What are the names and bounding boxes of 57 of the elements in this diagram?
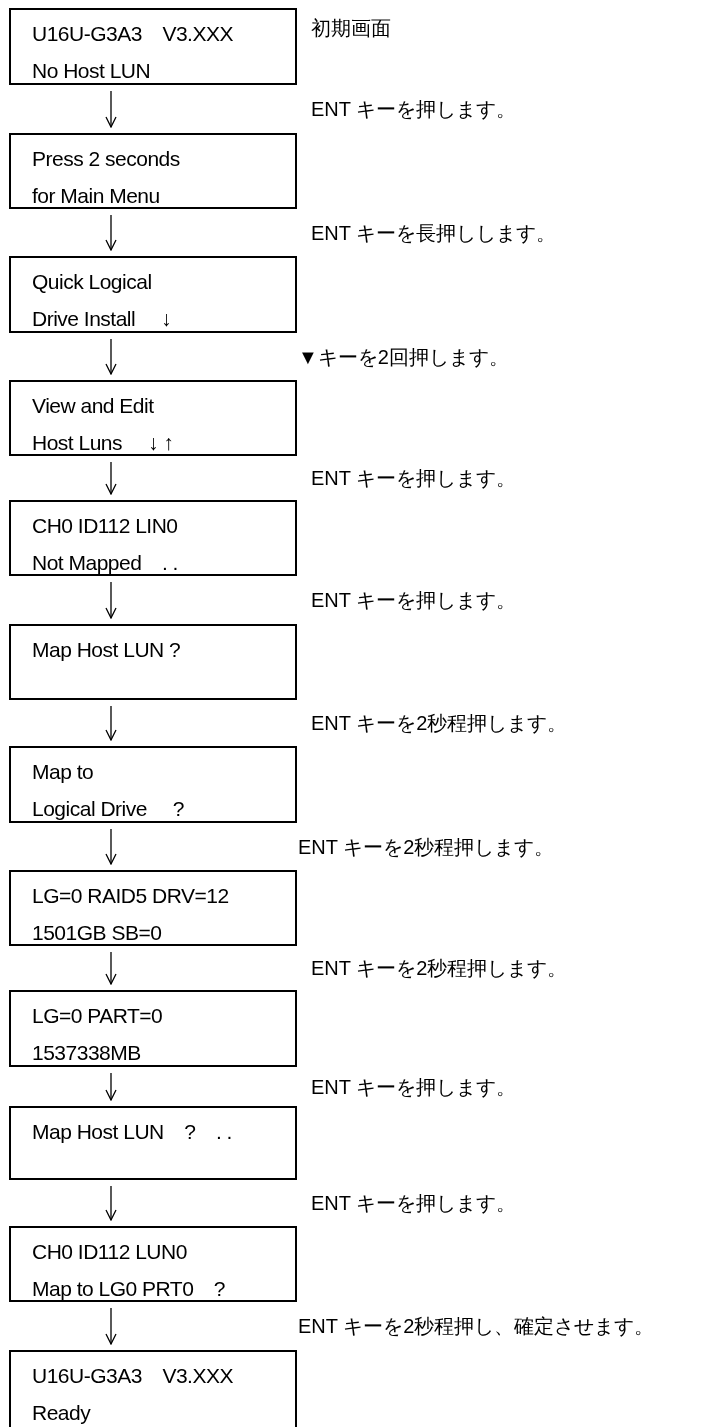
lcd-screen-box <box>9 8 297 85</box>
instruction-text: ENT キーを2秒程押します。 <box>298 834 555 860</box>
screen-text: Host Luns ↓ ↑ <box>32 430 175 456</box>
screen-text: CH0 ID112 LIN0 <box>32 513 179 539</box>
screen-text: Press 2 seconds <box>32 146 181 172</box>
down-arrow <box>105 1072 117 1101</box>
instruction-text: ENT キーを押します。 <box>311 1191 517 1216</box>
down-arrow <box>105 828 117 865</box>
down-arrow <box>105 1307 117 1345</box>
screen-text: Logical Drive ? <box>32 796 185 822</box>
screen-text: 1537338MB <box>32 1040 142 1066</box>
screen-text: U16U-G3A3 V3.XXX <box>32 1363 234 1389</box>
screen-text: Not Mapped . . <box>32 550 179 576</box>
lcd-screen-box <box>9 624 297 700</box>
screen-text: LG=0 RAID5 DRV=12 <box>32 883 230 909</box>
lcd-screen-box <box>9 256 297 333</box>
lcd-screen-box <box>9 1226 297 1302</box>
lcd-screen-box <box>9 133 297 209</box>
lcd-screen-box <box>9 746 297 823</box>
screen-text: View and Edit <box>32 393 155 419</box>
screen-text: Drive Install ↓ <box>32 306 173 332</box>
lcd-screen-box <box>9 380 297 456</box>
screen-caption: 初期画面 <box>311 16 391 41</box>
down-arrow <box>105 951 117 985</box>
instruction-text: ▼キーを2回押します。 <box>298 344 509 370</box>
screen-text: Quick Logical <box>32 269 153 295</box>
screen-text: CH0 ID112 LUN0 <box>32 1239 188 1265</box>
instruction-text: ENT キーを2秒程押し、確定させます。 <box>298 1314 655 1339</box>
instruction-text: ENT キーを押します。 <box>311 466 517 491</box>
screen-text: U16U-G3A3 V3.XXX <box>32 21 234 47</box>
down-arrow <box>105 705 117 741</box>
screen-text: Ready <box>32 1400 92 1426</box>
screen-text: Map to <box>32 759 95 785</box>
screen-text: 1501GB SB=0 <box>32 920 163 946</box>
lcd-screen-box <box>9 1106 297 1180</box>
down-arrow <box>105 214 117 251</box>
screen-text: Map to LG0 PRT0 ? <box>32 1276 227 1302</box>
lcd-screen-box <box>9 990 297 1067</box>
instruction-text: ENT キーを押します。 <box>311 1074 517 1100</box>
down-arrow <box>105 338 117 375</box>
instruction-text: ENT キーを押します。 <box>311 97 517 122</box>
instruction-text: ENT キーを押します。 <box>311 588 517 613</box>
screen-text: LG=0 PART=0 <box>32 1003 164 1029</box>
lcd-screen-box <box>9 870 297 946</box>
down-arrow <box>105 1185 117 1221</box>
screen-text: Map Host LUN ? . . <box>32 1119 233 1145</box>
screen-text: Map Host LUN ? <box>32 637 182 663</box>
lcd-screen-box <box>9 500 297 576</box>
screen-text: for Main Menu <box>32 183 161 209</box>
instruction-text: ENT キーを2秒程押します。 <box>311 711 568 736</box>
down-arrow <box>105 461 117 495</box>
down-arrow <box>105 90 117 128</box>
instruction-text: ENT キーを2秒程押します。 <box>311 956 568 981</box>
down-arrow <box>105 581 117 619</box>
instruction-text: ENT キーを長押しします。 <box>311 220 557 246</box>
lcd-screen-box <box>9 1350 297 1427</box>
screen-text: No Host LUN <box>32 58 152 84</box>
